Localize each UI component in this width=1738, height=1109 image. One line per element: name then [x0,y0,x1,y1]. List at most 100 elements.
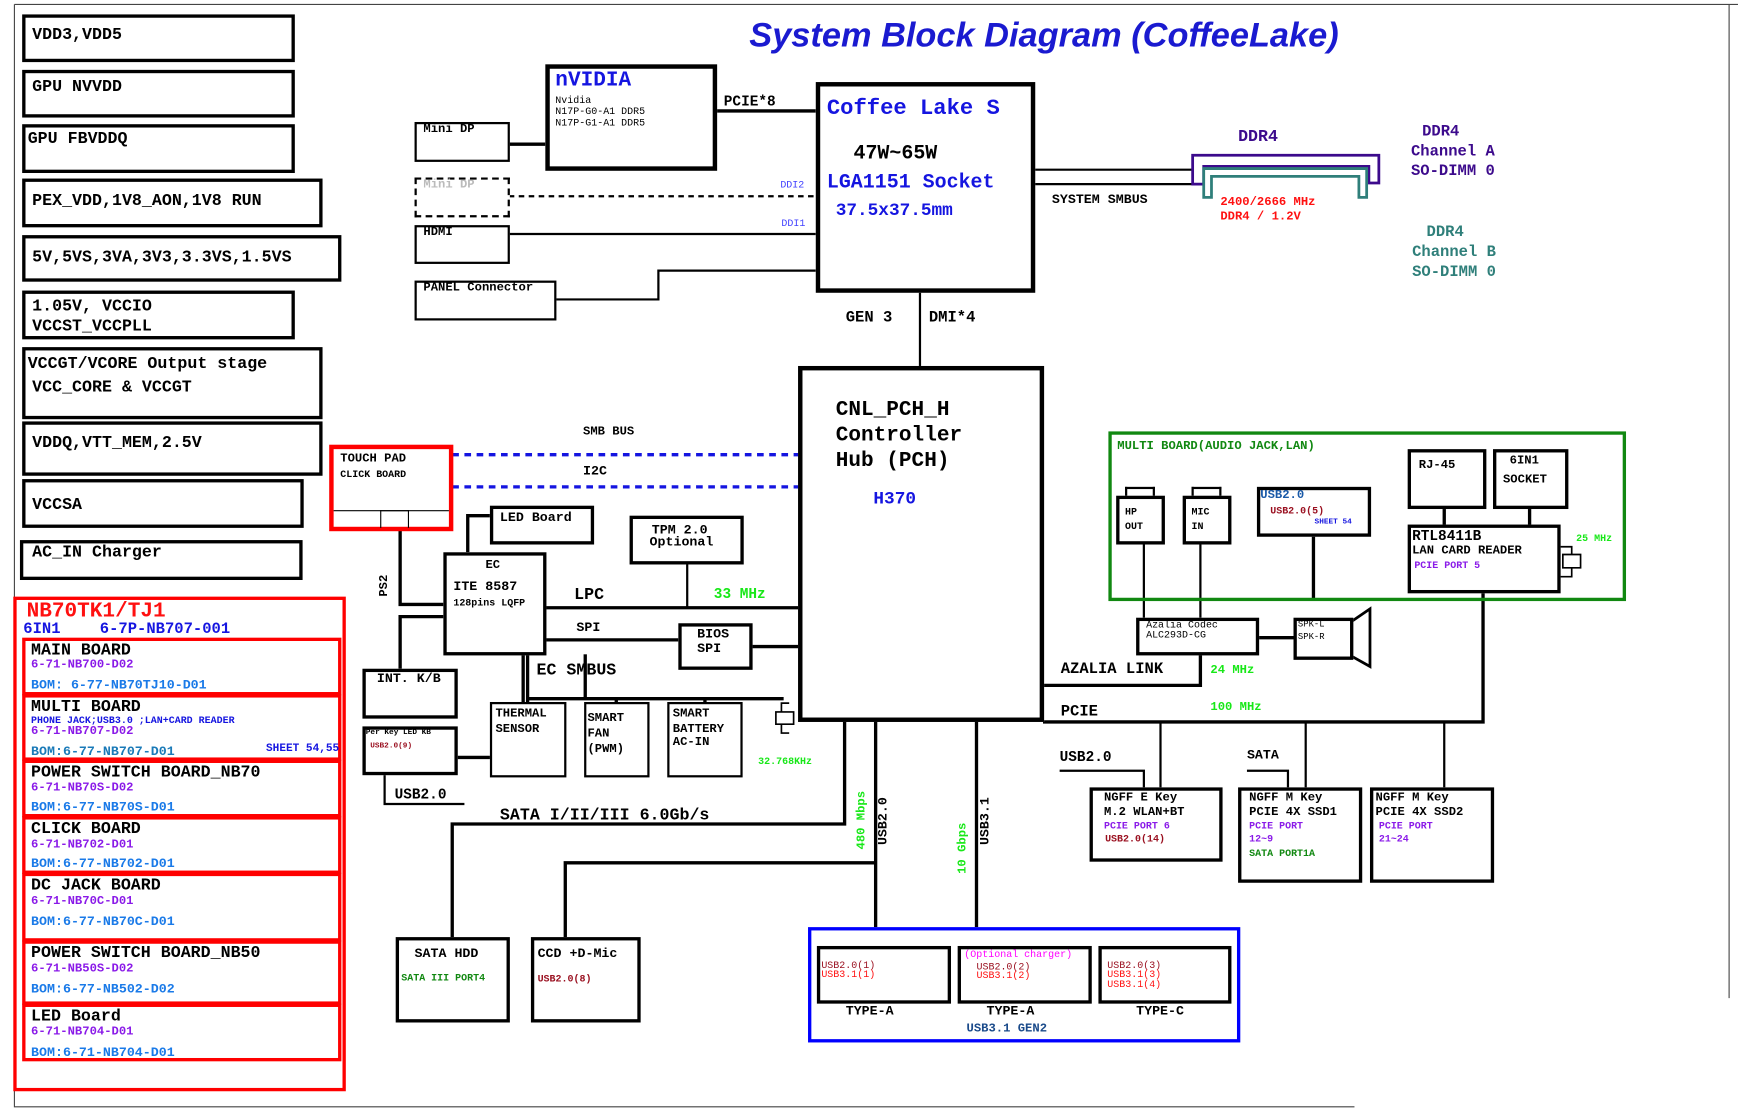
bom-boards-3-bom-text: BOM:6-77-NB702-D01 [31,856,175,872]
gen3-label: GEN 3 [845,309,893,328]
audio-spk2-text: SPK-R [1297,632,1325,643]
bom-boards-1-bom-text: BOM:6-77-NB707-D01 [31,744,175,760]
usb_ports-ports-2-l3-text: USB3.1(4) [1107,979,1162,991]
pcie_area-m2a-text: NGFF M Key [1375,791,1449,806]
pcie_area-e1-text: NGFF E Key [1103,791,1178,806]
usb_ports-ports-1-l1-text: USB2.0(2) [976,961,1031,973]
cpu-name-text: Coffee Lake S [826,96,1000,122]
power_rails-10-text: VCCSA [32,495,83,515]
ec_area-bat3-text: AC-IN [672,736,710,750]
bom-boards-0-bom-text: BOM: 6-77-NB70TJ10-D01 [31,677,207,694]
panel-connector: PANEL Connector [414,280,557,321]
touchpad-click-board: TOUCH PAD CLICK BOARD [329,444,454,532]
bom-boards-4-bom-text: BOM:6-77-NB70C-D01 [31,913,175,930]
lpc-label: LPC [574,585,605,605]
pch-l2-text: Controller [835,422,963,447]
usb_ports-ports-2-l2-text: USB3.1(3) [1107,969,1162,981]
usb2-bus-label: USB2.0 [875,797,892,846]
usb-port-2: (Optional charger)USB2.0(2)USB3.1(2) [957,945,1092,1004]
bom-boards-1-pn-text: 6-71-NB707-D02 [31,725,134,739]
ec_area-tpm1-text: TPM 2.0 [651,522,708,538]
ddr4-speed: 2400/2666 MHz [1220,196,1316,210]
usb2-speed-label: 480 Mbps [855,790,869,850]
usb_ports-ports-0-l2-text: USB3.1(1) [821,969,876,981]
bom-boards-6-bom-text: BOM:6-71-NB704-D01 [31,1044,175,1061]
audio-codec1-text: Azalia Codec [1146,619,1218,632]
ddi1-label: DDI1 [781,218,806,230]
power_rails-3-text: PEX_VDD,1V8_AON,1V8 RUN [32,191,262,211]
led-board-block: LED Board [489,505,595,545]
memory-b1-text: DDR4 [1426,224,1464,242]
power_rails-7-text: VCCGT/VCORE Output stage [27,354,268,374]
power_rails-6-text: VCCST_VCCPLL [32,317,152,337]
multi_board-rtl3-text: PCIE PORT 5 [1414,560,1481,572]
azalia-link-label: AZALIA LINK [1060,660,1164,679]
memory-a2-text: Channel A [1410,143,1495,161]
bom-boards-3-pn-text: 6-71-NB702-D01 [31,838,134,852]
mini-dp-optional-connector: Mini DP [414,177,510,218]
pch-block: CNL_PCH_H Controller Hub (PCH) H370 [798,365,1045,722]
dmi-x4-label: DMI*4 [928,309,976,328]
cpu-socket-text: LGA1151 Socket [826,171,995,195]
gpu-l2-text: N17P-G0-A1 DDR5 [555,106,646,118]
model-name: NB70TK1/TJ1 [26,598,166,624]
ec-block: EC ITE 8587 128pins LQFP [443,552,547,656]
power_rails-2-text: GPU FBVDDQ [27,129,128,149]
ec_area-bios2-text: SPI [697,641,722,657]
multi_board-rtl2-text: LAN CARD READER [1412,544,1522,558]
ec_area-fan2-text: FAN [587,727,610,741]
display-panel-text: PANEL Connector [423,281,534,295]
pcie_area-m2d-text: 21~24 [1378,833,1409,846]
pcie_area-e2-text: M.2 WLAN+BT [1103,806,1185,820]
usb_ports-group-text: USB3.1 GEN2 [966,1022,1048,1036]
power_rails-8-text: VCC_CORE & VCCGT [32,378,192,398]
bom-boards-4-name-text: DC JACK BOARD [31,876,161,895]
azalia-clock: 24 MHz [1210,664,1255,678]
usb_ports-ports-0-l1-text: USB2.0(1) [821,960,876,972]
usb31-gen2-group: USB3.1 GEN2 [808,927,1241,1043]
ec_area-bat2-text: BATTERY [672,723,725,737]
ec_area-kb-text: INT. K/B [376,670,441,687]
bom-boards-0-pn-text: 6-71-NB700-D02 [31,658,134,673]
sata-bus-label: SATA I/II/III 6.0Gb/s [499,806,710,826]
spi-label: SPI [576,619,601,636]
pcie_area-e3-text: PCIE PORT 6 [1103,820,1170,832]
rtc-clock: 32.768KHz [758,756,813,768]
smb-bus-label: SMB BUS [583,425,635,440]
pcie-x8-label: PCIE*8 [723,93,776,110]
memory-a3-text: SO-DIMM 0 [1410,163,1495,181]
ec_area-thermal1-text: THERMAL [495,707,547,721]
pch-l3-text: Hub (PCH) [835,448,950,473]
pcie-clock: 100 MHz [1210,700,1262,715]
multi_board-mic1-text: MIC [1191,506,1210,518]
multi_board-mic2-text: IN [1191,521,1204,533]
power_rails-0-text: VDD3,VDD5 [32,25,122,45]
power_rails-1-text: GPU NVVDD [32,77,122,97]
ec_area-thermal2-text: SENSOR [495,723,540,737]
ec_area-fan3-text: (PWM) [587,743,625,757]
bom-boards-5-name-text: POWER SWITCH BOARD_NB50 [31,943,261,963]
lan-clock: 25 MHz [1576,533,1613,545]
power_rails-11-text: AC_IN Charger [32,543,162,563]
pcie_area-m2b-text: PCIE 4X SSD2 [1375,806,1464,820]
ps2-label: PS2 [377,574,392,597]
ec_area-touchpad1-text: TOUCH PAD [340,452,407,466]
mic-in-jack: MIC IN [1182,486,1232,545]
ec_area-led_board-text: LED Board [499,510,572,526]
bom-boards-5-pn-text: 6-71-NB50S-D02 [31,962,134,976]
